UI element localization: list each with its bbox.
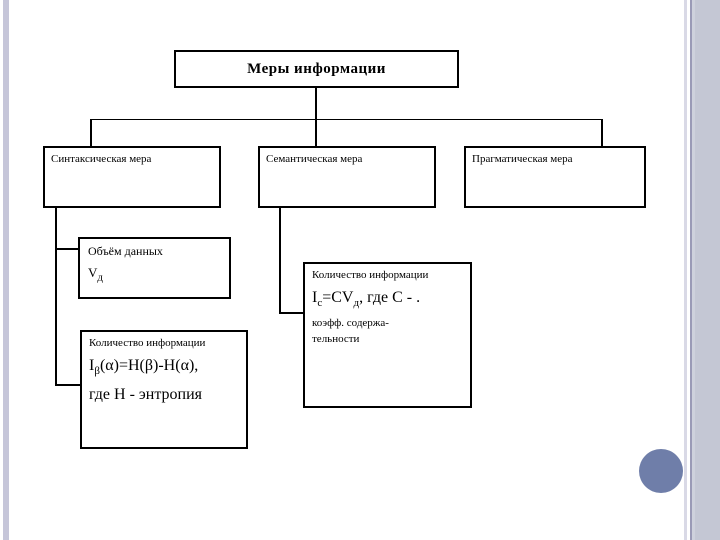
root-box-label: Меры информации bbox=[247, 60, 386, 77]
data-volume-title: Объём данных bbox=[88, 244, 163, 258]
decorative-circle bbox=[639, 449, 683, 493]
right-mid-accent-line bbox=[692, 0, 695, 540]
connector-branch-semantic-quantity bbox=[279, 312, 303, 314]
semantic-quantity-formula: Iс=CVд, где С - . bbox=[312, 289, 421, 310]
syntactic-quantity-formula: Iβ(α)=Н(β)-Н(α), bbox=[89, 357, 199, 378]
semantic-quantity-box: Количество информации Iс=CVд, где С - . … bbox=[303, 262, 472, 408]
right-dark-accent-line bbox=[690, 0, 692, 540]
connector-drop-syntactic bbox=[90, 119, 92, 146]
connector-semantic-trunk bbox=[279, 208, 281, 314]
syntactic-quantity-note: где Н - энтропия bbox=[89, 386, 202, 404]
syntactic-quantity-title: Количество информации bbox=[89, 337, 206, 349]
connector-horizontal-rail bbox=[91, 119, 602, 120]
pragmatic-measure-label: Прагматическая мера bbox=[472, 153, 573, 165]
connector-syntactic-trunk bbox=[55, 208, 57, 386]
semantic-measure-box: Семантическая мера bbox=[258, 146, 436, 208]
semantic-quantity-note-line1: коэфф. содержа- bbox=[312, 317, 389, 330]
left-accent-band bbox=[3, 0, 9, 540]
semantic-measure-label: Семантическая мера bbox=[266, 153, 363, 165]
data-volume-box: Объём данных Vд bbox=[78, 237, 231, 299]
right-accent-band bbox=[695, 0, 720, 540]
connector-root-vertical bbox=[315, 88, 317, 119]
syntactic-quantity-box: Количество информации Iβ(α)=Н(β)-Н(α), г… bbox=[80, 330, 248, 449]
connector-drop-pragmatic bbox=[601, 119, 603, 146]
pragmatic-measure-box: Прагматическая мера bbox=[464, 146, 646, 208]
syntactic-measure-label: Синтаксическая мера bbox=[51, 153, 152, 165]
semantic-quantity-note-line2: тельности bbox=[312, 333, 360, 346]
syntactic-measure-box: Синтаксическая мера bbox=[43, 146, 221, 208]
right-thin-accent-line bbox=[684, 0, 687, 540]
connector-branch-syntactic-quantity bbox=[55, 384, 80, 386]
semantic-quantity-title: Количество информации bbox=[312, 269, 429, 281]
connector-drop-semantic bbox=[315, 119, 317, 146]
connector-branch-data-volume bbox=[55, 248, 78, 250]
data-volume-symbol: Vд bbox=[88, 265, 103, 284]
root-box: Меры информации bbox=[174, 50, 459, 88]
